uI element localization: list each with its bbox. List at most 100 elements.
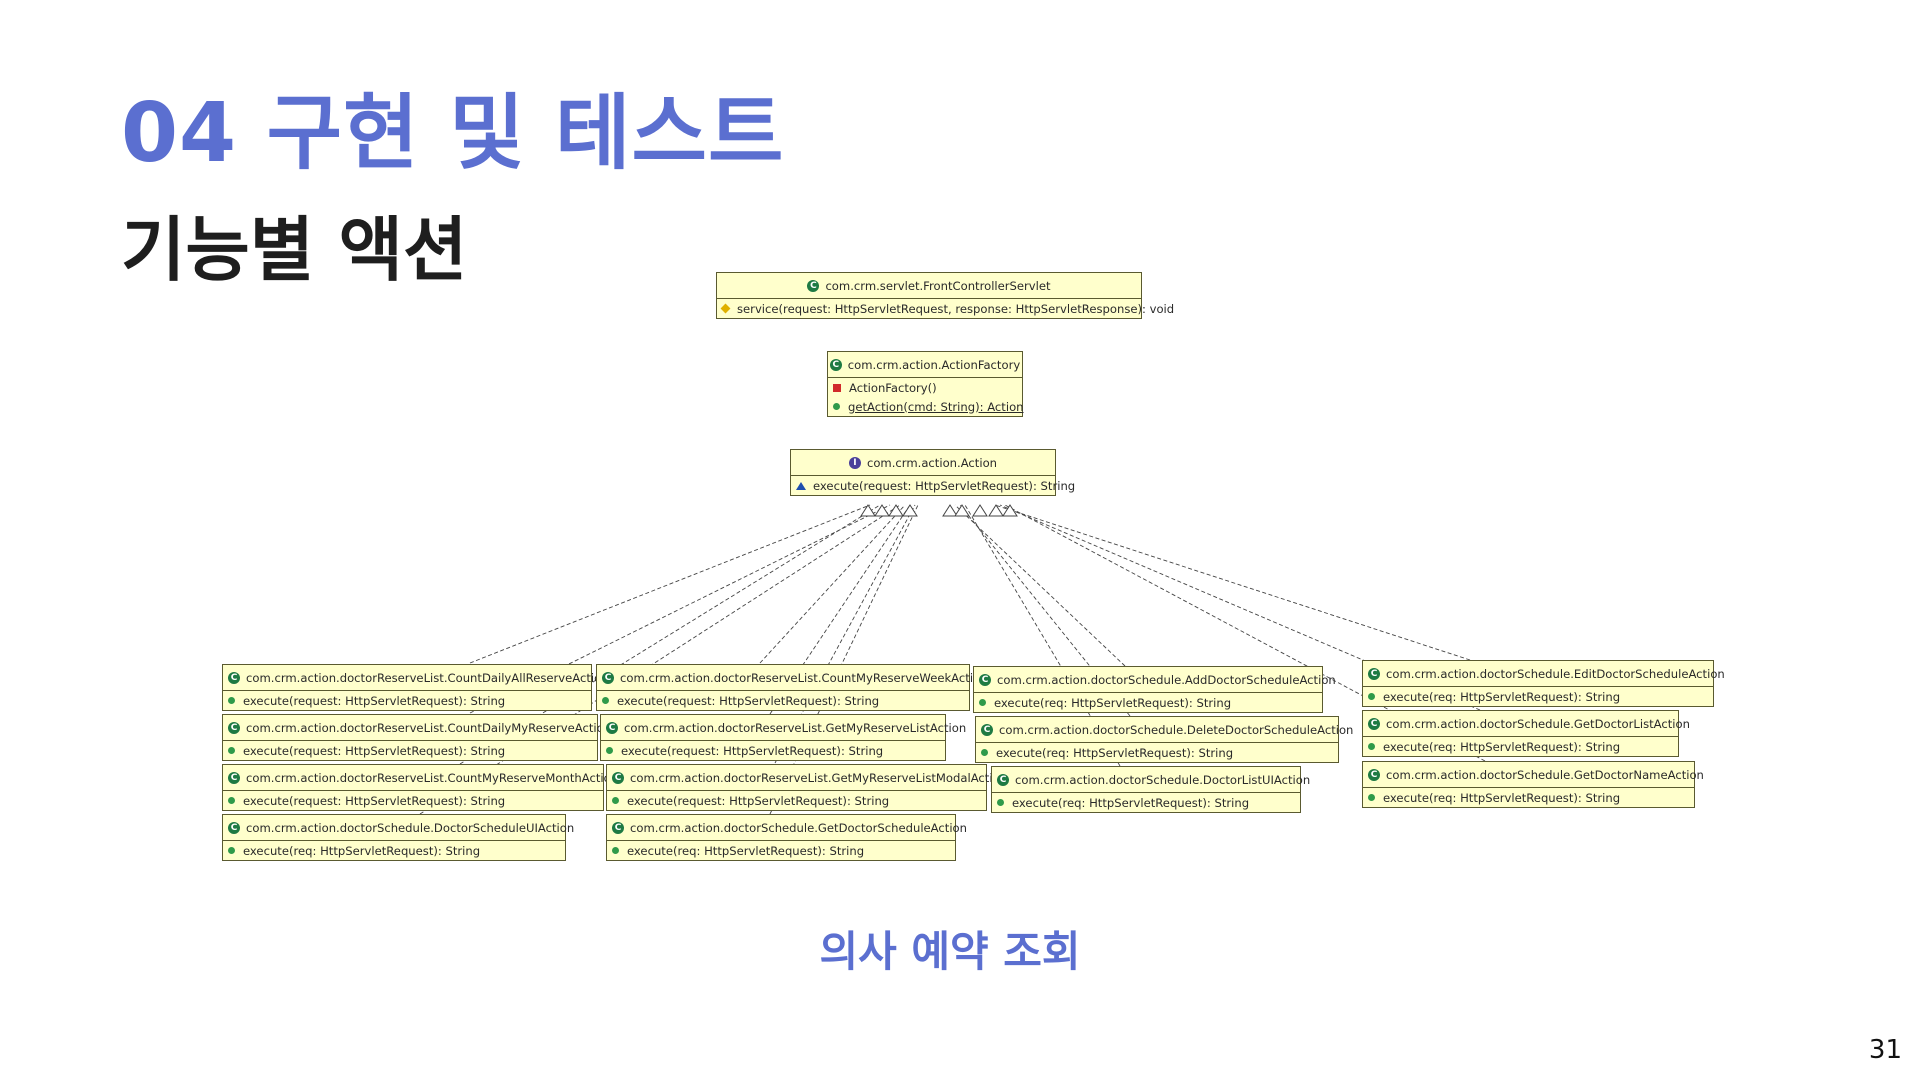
method-signature: execute(request: HttpServletRequest): St… <box>243 693 506 708</box>
class-name: com.crm.action.doctorReserveList.CountMy… <box>246 770 619 785</box>
realization-arrowhead <box>874 504 890 517</box>
class-name: com.crm.action.doctorSchedule.AddDoctorS… <box>997 672 1336 687</box>
class-icon: C <box>997 773 1009 786</box>
class-icon: C <box>228 821 240 834</box>
abstract-method-icon <box>796 481 806 490</box>
class-name: com.crm.action.doctorSchedule.DeleteDoct… <box>999 722 1354 737</box>
realization-edge <box>994 504 1471 661</box>
protected-method-icon <box>720 303 731 314</box>
public-method-icon <box>606 747 613 754</box>
method-signature: execute(req: HttpServletRequest): String <box>996 745 1234 760</box>
class-icon: C <box>807 279 820 292</box>
interface-icon: I <box>848 456 861 469</box>
class-icon: C <box>829 358 842 371</box>
public-method-icon <box>1368 794 1375 801</box>
realization-arrowhead <box>1002 504 1018 517</box>
public-method-icon <box>228 847 235 854</box>
class-icon: C <box>602 671 614 684</box>
realization-edge <box>469 504 871 664</box>
class-name: com.crm.servlet.FrontControllerServlet <box>825 278 1051 293</box>
public-method-icon <box>228 747 235 754</box>
public-method-icon <box>612 797 619 804</box>
method-signature: service(request: HttpServletRequest, res… <box>737 301 1175 316</box>
public-method-icon <box>228 697 235 704</box>
front-controller-servlet-class: C com.crm.servlet.FrontControllerServlet… <box>716 272 1174 319</box>
method-signature: execute(req: HttpServletRequest): String <box>1383 790 1621 805</box>
class-name: com.crm.action.doctorSchedule.GetDoctorN… <box>1386 767 1704 782</box>
public-method-icon <box>1368 743 1375 750</box>
class-name: com.crm.action.doctorSchedule.GetDoctorS… <box>630 820 967 835</box>
realization-edge <box>759 504 906 664</box>
diagram-caption: 의사 예약 조회 <box>819 927 1081 976</box>
realization-arrowhead <box>902 504 918 517</box>
realization-arrowhead <box>972 504 988 517</box>
class-name: com.crm.action.doctorReserveList.GetMyRe… <box>630 770 1008 785</box>
class-icon: C <box>612 821 624 834</box>
action-factory-class: C com.crm.action.ActionFactory ActionFac… <box>827 351 1024 417</box>
method-signature: execute(req: HttpServletRequest): String <box>1012 795 1250 810</box>
public-method-icon <box>612 847 619 854</box>
class-icon: C <box>1368 667 1380 680</box>
class-name: com.crm.action.doctorReserveList.GetMyRe… <box>624 720 967 735</box>
class-name: com.crm.action.doctorReserveList.CountDa… <box>246 670 609 685</box>
public-method-icon <box>602 697 609 704</box>
method-signature: execute(request: HttpServletRequest): St… <box>243 743 506 758</box>
method-signature: execute(req: HttpServletRequest): String <box>243 843 481 858</box>
page-subtitle: 기능별 액션 <box>121 209 468 291</box>
class-icon: C <box>612 771 624 784</box>
class-name: com.crm.action.doctorReserveList.CountDa… <box>246 720 612 735</box>
public-method-icon <box>981 749 988 756</box>
public-method-icon <box>833 403 840 410</box>
realization-arrowhead <box>988 504 1004 517</box>
page-number: 31 <box>1868 1035 1902 1065</box>
public-method-icon <box>979 699 986 706</box>
class-name: com.crm.action.doctorSchedule.GetDoctorL… <box>1386 716 1690 731</box>
realization-arrowhead <box>954 504 970 517</box>
class-name: com.crm.action.doctorSchedule.DoctorList… <box>1015 772 1311 787</box>
class-icon: C <box>1368 717 1380 730</box>
class-name: com.crm.action.doctorReserveList.CountMy… <box>620 670 988 685</box>
method-signature: execute(request: HttpServletRequest): St… <box>621 743 884 758</box>
section-title: 04 구현 및 테스트 <box>121 86 785 181</box>
private-constructor-icon <box>833 383 841 392</box>
method-signature: execute(req: HttpServletRequest): String <box>1383 739 1621 754</box>
public-method-icon <box>1368 693 1375 700</box>
method-signature: execute(req: HttpServletRequest): String <box>994 695 1232 710</box>
constructor-signature: ActionFactory() <box>849 380 937 395</box>
class-icon: C <box>979 673 991 686</box>
class-icon: C <box>606 721 618 734</box>
public-method-icon <box>228 797 235 804</box>
action-interface: I com.crm.action.Action execute(request:… <box>790 449 1075 496</box>
realization-edge <box>954 504 1126 667</box>
class-icon: C <box>981 723 993 736</box>
method-signature: execute(request: HttpServletRequest): St… <box>813 478 1076 493</box>
method-signature: execute(request: HttpServletRequest): St… <box>617 693 880 708</box>
interface-name: com.crm.action.Action <box>866 455 998 470</box>
class-icon: C <box>228 721 240 734</box>
class-icon: C <box>1368 768 1380 781</box>
realization-arrowhead <box>888 504 904 517</box>
method-signature: execute(req: HttpServletRequest): String <box>627 843 865 858</box>
class-name: com.crm.action.doctorSchedule.DoctorSche… <box>246 820 575 835</box>
method-signature: execute(request: HttpServletRequest): St… <box>627 793 890 808</box>
class-icon: C <box>228 671 240 684</box>
method-signature: execute(request: HttpServletRequest): St… <box>243 793 506 808</box>
class-name: com.crm.action.ActionFactory <box>847 357 1021 372</box>
public-method-icon <box>997 799 1004 806</box>
realization-arrowhead <box>942 504 958 517</box>
method-signature: getAction(cmd: String): Action <box>848 399 1024 414</box>
